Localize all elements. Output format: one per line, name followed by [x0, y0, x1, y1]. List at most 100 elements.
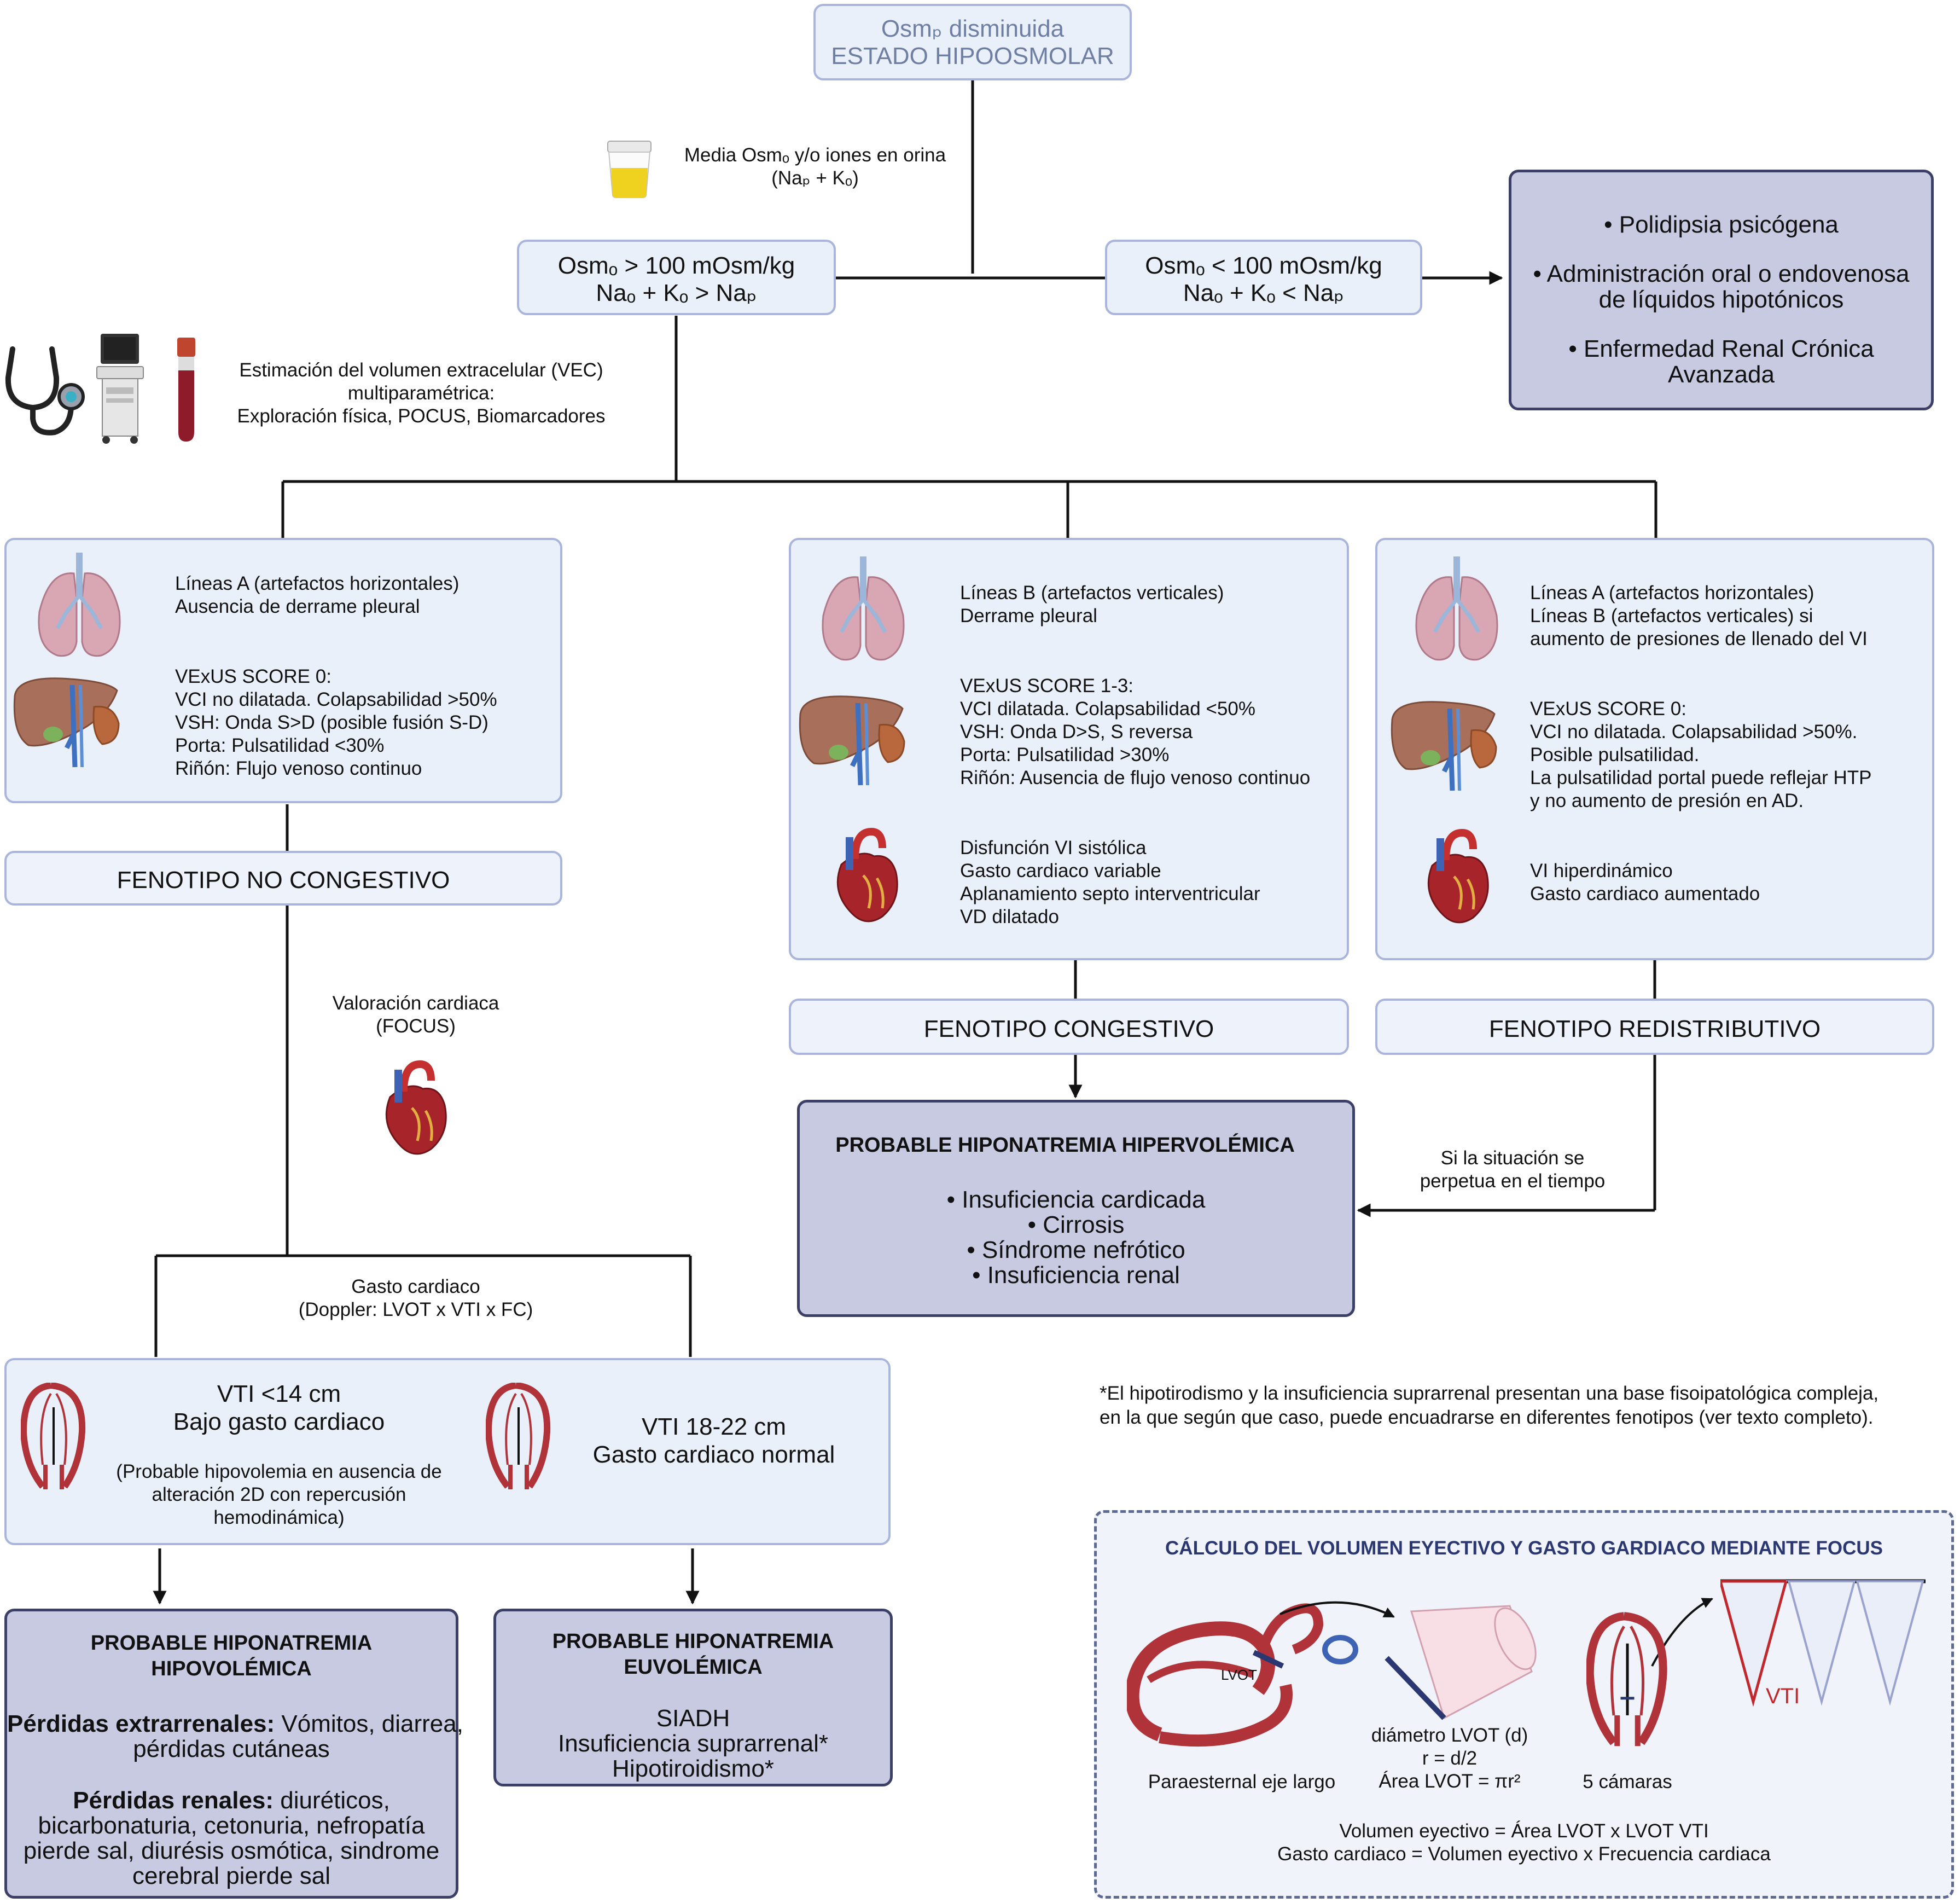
left-lung2: Ausencia de derrame pleural	[175, 596, 420, 617]
mid-lung1: Líneas B (artefactos verticales)	[960, 582, 1224, 604]
ultrasound-machine-icon	[96, 334, 144, 444]
calc-cam-label: 5 cámaras	[1583, 1771, 1672, 1792]
heart-icon	[385, 1060, 447, 1155]
mid-v3: VSH: Onda D>S, S reversa	[960, 721, 1193, 742]
right-v5: y no aumento de presión en AD.	[1530, 790, 1804, 811]
left-v3: VSH: Onda S>D (posible fusión S-D)	[175, 712, 488, 733]
right-lung2: Líneas B (artefactos verticales) si	[1530, 605, 1813, 626]
phenotype-no-congestivo: FENOTIPO NO CONGESTIVO	[4, 851, 562, 906]
low-cause-2b: de líquidos hipotónicos	[1598, 286, 1844, 313]
mid-v1: VExUS SCORE 1-3:	[960, 675, 1134, 697]
calc-vti-label: VTI	[1766, 1684, 1800, 1708]
hipo-renal-4: cerebral pierde sal	[132, 1863, 330, 1889]
left-v4: Porta: Pulsatilidad <30%	[175, 735, 385, 756]
mid-v4: Porta: Pulsatilidad >30%	[960, 744, 1170, 765]
euvo-l1: SIADH	[656, 1705, 730, 1732]
low-cause-3a: • Enfermedad Renal Crónica	[1568, 335, 1874, 362]
liver-kidney-icon	[13, 677, 120, 768]
hipo-extra-1-row: Pérdidas extrarrenales: Vómitos, diarrea…	[7, 1709, 463, 1739]
hipo-renal-1-row: Pérdidas renales: diuréticos,	[7, 1785, 456, 1815]
vec-line3: Exploración física, POCUS, Biomarcadores	[237, 405, 606, 427]
left-lung1: Líneas A (artefactos horizontales)	[175, 573, 460, 594]
left-v5: Riñón: Flujo venoso continuo	[175, 758, 422, 779]
urine-cup-icon	[607, 141, 652, 198]
urine-label-line1: Media Osmₒ y/o iones en orina	[684, 144, 946, 166]
hiper-title: PROBABLE HIPONATREMIA HIPERVOLÉMICA	[835, 1134, 1295, 1157]
right-v3: Posible pulsatilidad.	[1530, 744, 1700, 765]
hipo-renal-text: diuréticos,	[274, 1787, 390, 1814]
low-cause-1: • Polidipsia psicógena	[1604, 211, 1839, 238]
calc-title: CÁLCULO DEL VOLUMEN EYECTIVO Y GASTO GAR…	[1165, 1538, 1883, 1559]
hiper-b1: • Insuficiencia cardicada	[946, 1186, 1206, 1213]
right-v1: VExUS SCORE 0:	[1530, 698, 1686, 720]
vti-low-n1: (Probable hipovolemia en ausencia de	[116, 1461, 442, 1482]
vti-low-n2: alteración 2D con repercusión	[152, 1484, 406, 1505]
euvo-t2: EUVOLÉMICA	[624, 1656, 763, 1679]
low-cause-3b: Avanzada	[1668, 361, 1775, 388]
mid-v5: Riñón: Ausencia de flujo venoso continuo	[960, 767, 1311, 788]
lungs-icon	[38, 553, 121, 657]
calc-lvot-label: LVOT	[1221, 1667, 1257, 1683]
right-lung3: aumento de presiones de llenado del VI	[1530, 628, 1868, 649]
phenotype-congestivo-label: FENOTIPO CONGESTIVO	[923, 1016, 1214, 1042]
left-v1: VExUS SCORE 0:	[175, 666, 331, 687]
euvo-l3: Hipotiroidismo*	[612, 1755, 774, 1782]
top-line1: Osmₚ disminuida	[881, 15, 1065, 42]
valoracion-line2: (FOCUS)	[376, 1016, 456, 1037]
urine-label-line2: (Naₚ + Kₒ)	[771, 167, 859, 189]
lungs-icon	[1415, 556, 1498, 661]
top-box: Osmₚ disminuida ESTADO HIPOOSMOLAR	[813, 4, 1132, 80]
calc-formula-1: Volumen eyectivo = Área LVOT x LVOT VTI	[1339, 1820, 1709, 1842]
branch-high-box: Osmₒ > 100 mOsm/kg Naₒ + Kₒ > Naₚ	[517, 240, 836, 315]
stethoscope-icon	[5, 346, 85, 436]
hipo-t2: HIPOVOLÉMICA	[151, 1657, 312, 1680]
gasto-line2: (Doppler: LVOT x VTI x FC)	[298, 1299, 533, 1320]
hiper-b3: • Síndrome nefrótico	[967, 1237, 1185, 1263]
vti-norm-l1: VTI 18-22 cm	[641, 1413, 787, 1440]
phenotype-no-congestivo-label: FENOTIPO NO CONGESTIVO	[117, 867, 450, 894]
mid-v2: VCI dilatada. Colapsabilidad <50%	[960, 698, 1255, 720]
right-h1: VI hiperdinámico	[1530, 860, 1673, 881]
low-cause-2a: • Administración oral o endovenosa	[1533, 260, 1910, 287]
calc-formula-2: Gasto cardiaco = Volumen eyectivo x Frec…	[1277, 1843, 1771, 1865]
right-h2: Gasto cardiaco aumentado	[1530, 883, 1760, 904]
heart-5chamber-icon	[486, 1383, 551, 1489]
hipo-extra-label: Pérdidas extrarrenales:	[7, 1710, 275, 1737]
right-lung1: Líneas A (artefactos horizontales)	[1530, 582, 1814, 604]
perpetua-line2: perpetua en el tiempo	[1420, 1170, 1606, 1192]
hipo-extra-2: pérdidas cutáneas	[133, 1736, 330, 1762]
hiper-b2: • Cirrosis	[1027, 1211, 1125, 1238]
branch-low-box: Osmₒ < 100 mOsm/kg Naₒ + Kₒ < Naₚ	[1105, 240, 1422, 315]
mid-lung2: Derrame pleural	[960, 605, 1097, 626]
branch-low-line2: Naₒ + Kₒ < Naₚ	[1183, 280, 1345, 306]
vec-line2: multiparamétrica:	[347, 382, 495, 404]
mid-h4: VD dilatado	[960, 906, 1059, 927]
branch-low-line1: Osmₒ < 100 mOsm/kg	[1145, 252, 1382, 279]
low-causes-box: • Polidipsia psicógena • Administración …	[1509, 170, 1934, 410]
phenotype-congestivo: FENOTIPO CONGESTIVO	[789, 999, 1349, 1055]
branch-high-line1: Osmₒ > 100 mOsm/kg	[557, 252, 795, 279]
calc-d1: diámetro LVOT (d)	[1371, 1725, 1528, 1746]
lvot-cylinder-icon	[1385, 1605, 1537, 1720]
calc-plax-label: Paraesternal eje largo	[1148, 1771, 1336, 1792]
calc-d3: Área LVOT = πr²	[1379, 1771, 1521, 1792]
vti-low-l1: VTI <14 cm	[217, 1380, 341, 1407]
euvolemica-box: PROBABLE HIPONATREMIA EUVOLÉMICA SIADH I…	[493, 1609, 893, 1786]
footnote-line1: *El hipotirodismo y la insuficiencia sup…	[1100, 1383, 1879, 1404]
hipo-renal-label: Pérdidas renales:	[73, 1787, 274, 1814]
heart-5chamber-icon	[1586, 1612, 1667, 1747]
hipo-renal-2: bicarbonaturia, cetonuria, nefropatía	[38, 1812, 425, 1839]
right-v4: La pulsatilidad portal puede reflejar HT…	[1530, 767, 1872, 788]
liver-kidney-icon	[1391, 701, 1497, 791]
hiper-b4: • Insuficiencia renal	[972, 1262, 1180, 1289]
right-v2: VCI no dilatada. Colapsabilidad >50%.	[1530, 721, 1858, 742]
euvo-l2: Insuficiencia suprarrenal*	[557, 1730, 829, 1757]
footnote-line2: en la que según que caso, puede encuadra…	[1100, 1407, 1874, 1428]
vti-low-l2: Bajo gasto cardiaco	[173, 1408, 385, 1435]
hipovolemica-box: PROBABLE HIPONATREMIA HIPOVOLÉMICA Pérdi…	[4, 1609, 463, 1899]
mid-h1: Disfunción VI sistólica	[960, 837, 1147, 858]
heart-5chamber-icon	[21, 1383, 86, 1489]
branch-high-line2: Naₒ + Kₒ > Naₚ	[596, 280, 757, 306]
